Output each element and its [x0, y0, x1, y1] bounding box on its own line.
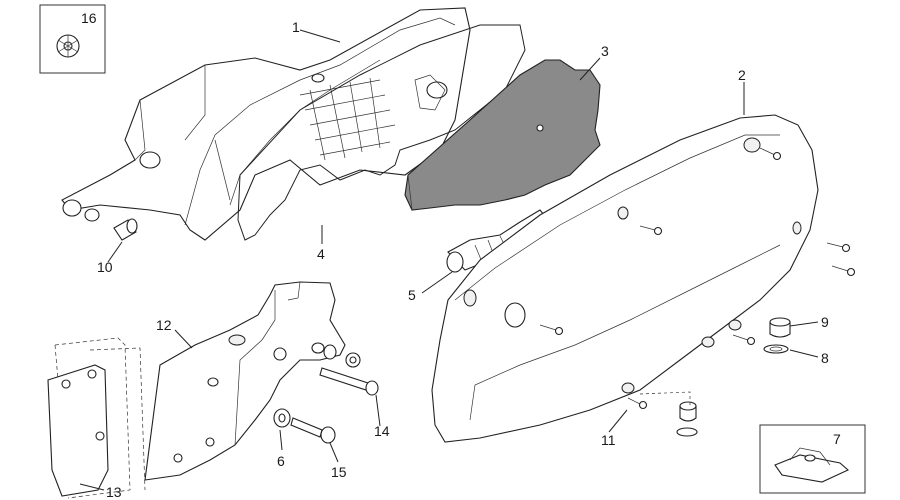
spring-nut-icon — [774, 447, 850, 483]
leader-lines — [79, 29, 819, 491]
callout-8: 8 — [821, 350, 829, 366]
callout-7: 7 — [833, 431, 841, 447]
heat-shield-part-12 — [144, 281, 346, 481]
inset-box-part-16 — [39, 4, 106, 74]
bushing-part-10 — [113, 218, 138, 241]
clip-part-8 — [763, 344, 789, 354]
side-cover-part-2 — [431, 114, 819, 443]
clip-nut-icon — [56, 34, 80, 58]
callout-11: 11 — [601, 432, 616, 448]
callout-1: 1 — [292, 19, 300, 35]
callout-9: 9 — [821, 314, 829, 330]
callout-15: 15 — [331, 464, 347, 480]
callout-5: 5 — [408, 287, 416, 303]
air-filter-element-part-3 — [404, 59, 601, 211]
callout-13: 13 — [106, 484, 122, 500]
bolt-part-15 — [290, 417, 336, 444]
grommet-part-9 — [769, 317, 791, 338]
washers-upper — [323, 344, 361, 368]
inset-box-part-7 — [759, 424, 866, 494]
grommet-lower — [676, 401, 698, 437]
callout-12: 12 — [156, 317, 172, 333]
bolt-part-14 — [319, 367, 379, 396]
callout-labels: 16 1 2 3 4 5 10 12 9 8 14 11 6 15 7 13 — [81, 10, 841, 500]
cover-screws — [539, 147, 856, 410]
intake-duct-part-5 — [446, 209, 549, 273]
callout-4: 4 — [317, 246, 325, 262]
callout-6: 6 — [277, 453, 285, 469]
callout-16: 16 — [81, 10, 97, 26]
callout-10: 10 — [97, 259, 113, 275]
callout-14: 14 — [374, 423, 390, 439]
washer-part-6 — [273, 408, 291, 428]
callout-2: 2 — [738, 67, 746, 83]
callout-3: 3 — [601, 43, 609, 59]
gasket-part-4 — [237, 24, 526, 241]
plate-part-13 — [47, 337, 146, 499]
air-box-housing — [61, 7, 471, 241]
